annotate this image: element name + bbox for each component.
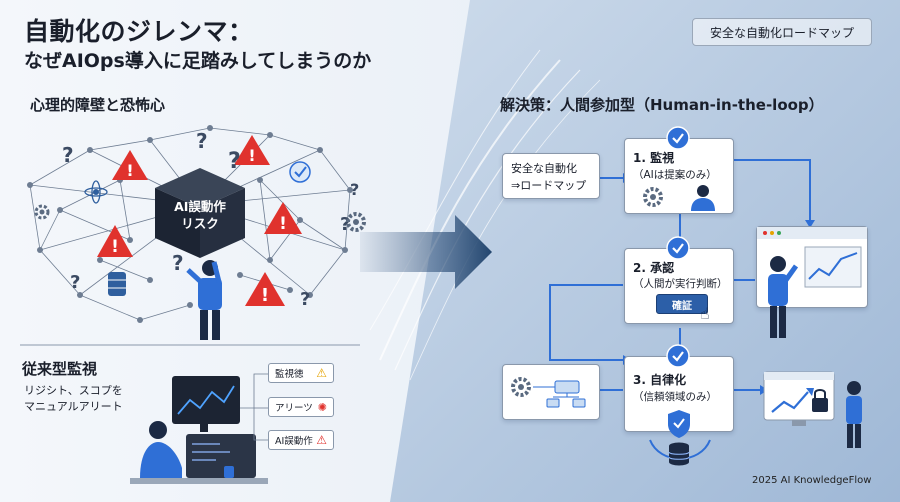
step-approve-card: 2. 承認 （人間が実行判断）: [624, 248, 734, 324]
warning-icon: ⚠: [316, 366, 327, 380]
pointer-hand-icon: ☝: [700, 304, 710, 323]
workflow-icon: [511, 377, 586, 408]
svg-text:!: !: [248, 146, 255, 165]
warning-icon: !: [245, 272, 285, 306]
check-circle-icon: [289, 161, 311, 183]
warning-icon: !: [97, 225, 133, 257]
svg-text:?: ?: [228, 149, 241, 174]
dashboard-window: [756, 226, 868, 308]
svg-text:?: ?: [300, 289, 310, 310]
gear-icon: [643, 185, 715, 211]
roadmap-box: 安全な自動化 ⇒ロードマップ: [502, 153, 600, 199]
approve-button[interactable]: 確証: [656, 294, 708, 314]
alarm-bell-icon: ✺: [317, 400, 327, 414]
step-monitor-card: 1. 監視 （AIは提案のみ）: [624, 138, 734, 214]
shield-database-icon: [668, 410, 690, 466]
right-heading: 解決策：人間参加型（Human-in-the-loop）: [500, 96, 824, 114]
ai-risk-label: AI誤動作 リスク: [174, 199, 226, 231]
traditional-monitoring-title: 従来型監視: [22, 360, 98, 378]
svg-text:?: ?: [196, 129, 208, 153]
svg-text:?: ?: [172, 251, 184, 275]
footer-credit: 2025 AI KnowledgeFlow: [752, 475, 872, 486]
alert-connector-lines: [240, 373, 268, 441]
check-circle-icon: [666, 126, 690, 150]
roadmap-tag: 安全な自動化ロードマップ: [692, 18, 872, 46]
line-chart-icon: [757, 227, 867, 288]
svg-text:!: !: [111, 237, 119, 257]
page-subtitle: なぜAIOps導入に足踏みしてしまうのか: [24, 50, 372, 72]
presenter-figure: [768, 256, 798, 338]
svg-text:?: ?: [62, 143, 74, 167]
svg-text:?: ?: [350, 180, 359, 199]
step-autonomy-card: 3. 自律化 （信頼領域のみ）: [624, 356, 734, 432]
alert-item: AI誤動作 ⚠: [268, 430, 334, 450]
page-title: 自動化のジレンマ：: [24, 17, 254, 46]
ai-risk-cube: [155, 168, 245, 258]
worried-person-figure: [186, 260, 222, 340]
check-circle-icon: [666, 344, 690, 368]
server-icon: [108, 272, 126, 296]
gear-icon: [34, 204, 50, 220]
question-mark-icon: ? ? ? ? ? ? ? ?: [62, 129, 359, 310]
check-circle-icon: [666, 236, 690, 260]
automation-workflow-box: [502, 364, 600, 420]
atom-icon: [84, 180, 108, 204]
svg-text:?: ?: [340, 214, 350, 235]
warning-icon: !: [112, 150, 148, 180]
svg-text:?: ?: [70, 272, 80, 293]
svg-text:!: !: [261, 285, 269, 306]
secure-monitor: [763, 371, 862, 448]
alert-item: 監視徳 ⚠: [268, 363, 334, 383]
operator-workstation: [130, 376, 268, 484]
svg-text:!: !: [279, 214, 287, 234]
fear-network-diagram: ! ! ! ! ! ? ? ? ? ? ? ? ?: [27, 125, 366, 340]
gear-icon: [346, 212, 366, 232]
warning-icon: !: [264, 202, 302, 234]
warning-icon: ⚠: [316, 433, 327, 447]
warning-icon: !: [234, 135, 270, 165]
traditional-monitoring-desc: リジシト、スコプを マニュアルアリート: [24, 384, 123, 413]
svg-text:!: !: [126, 161, 133, 180]
left-heading: 心理的障壁と恐怖心: [30, 96, 166, 114]
alert-item: アリーツ ✺: [268, 397, 334, 417]
